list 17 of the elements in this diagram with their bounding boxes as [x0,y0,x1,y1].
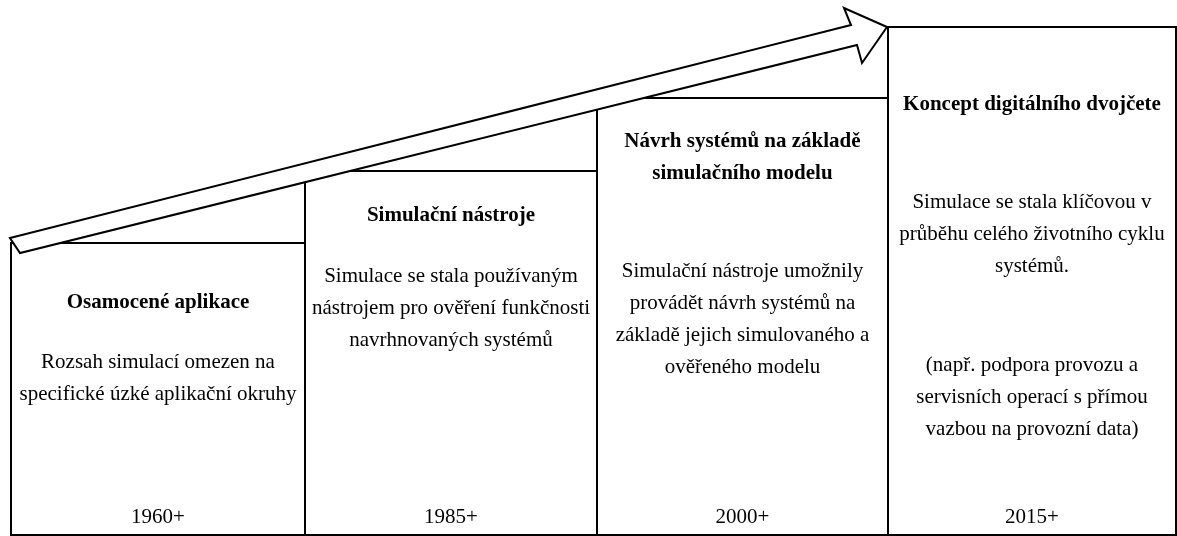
stage-heading: Osamocené aplikace [65,288,251,315]
stage-note: (např. podpora provozu a servisních operací s přímou vazbou na provozní data) [915,351,1149,442]
stage-box [304,170,598,536]
stage-description: Simulační nástroje umožnily provádět návrh systémů na základě jejich simulovaného a ověřeného modelu [614,257,871,380]
year-label: 1960+ [130,503,186,530]
stage-box [10,242,306,536]
year-label: 1985+ [423,503,479,530]
stage-box [887,26,1177,536]
stage-heading: Simulační nástroje [365,201,537,228]
stage-description: Simulace se stala používaným nástrojem pro ověření funkčnosti navrhnovaných systémů [310,262,592,353]
year-label: 2000+ [714,503,771,530]
stage-heading: Návrh systémů na základě simulačního modelu [623,127,862,186]
stage-description: Simulace se stala klíčovou v průběhu celého životního cyklu systémů. [898,188,1166,279]
stage-heading: Koncept digitálního dvojčete [902,90,1162,117]
stage-description: Rozsah simulací omezen na specifické úzké aplikační okruhy [18,348,298,407]
stage-box [596,97,889,536]
year-label: 2015+ [1004,503,1060,530]
